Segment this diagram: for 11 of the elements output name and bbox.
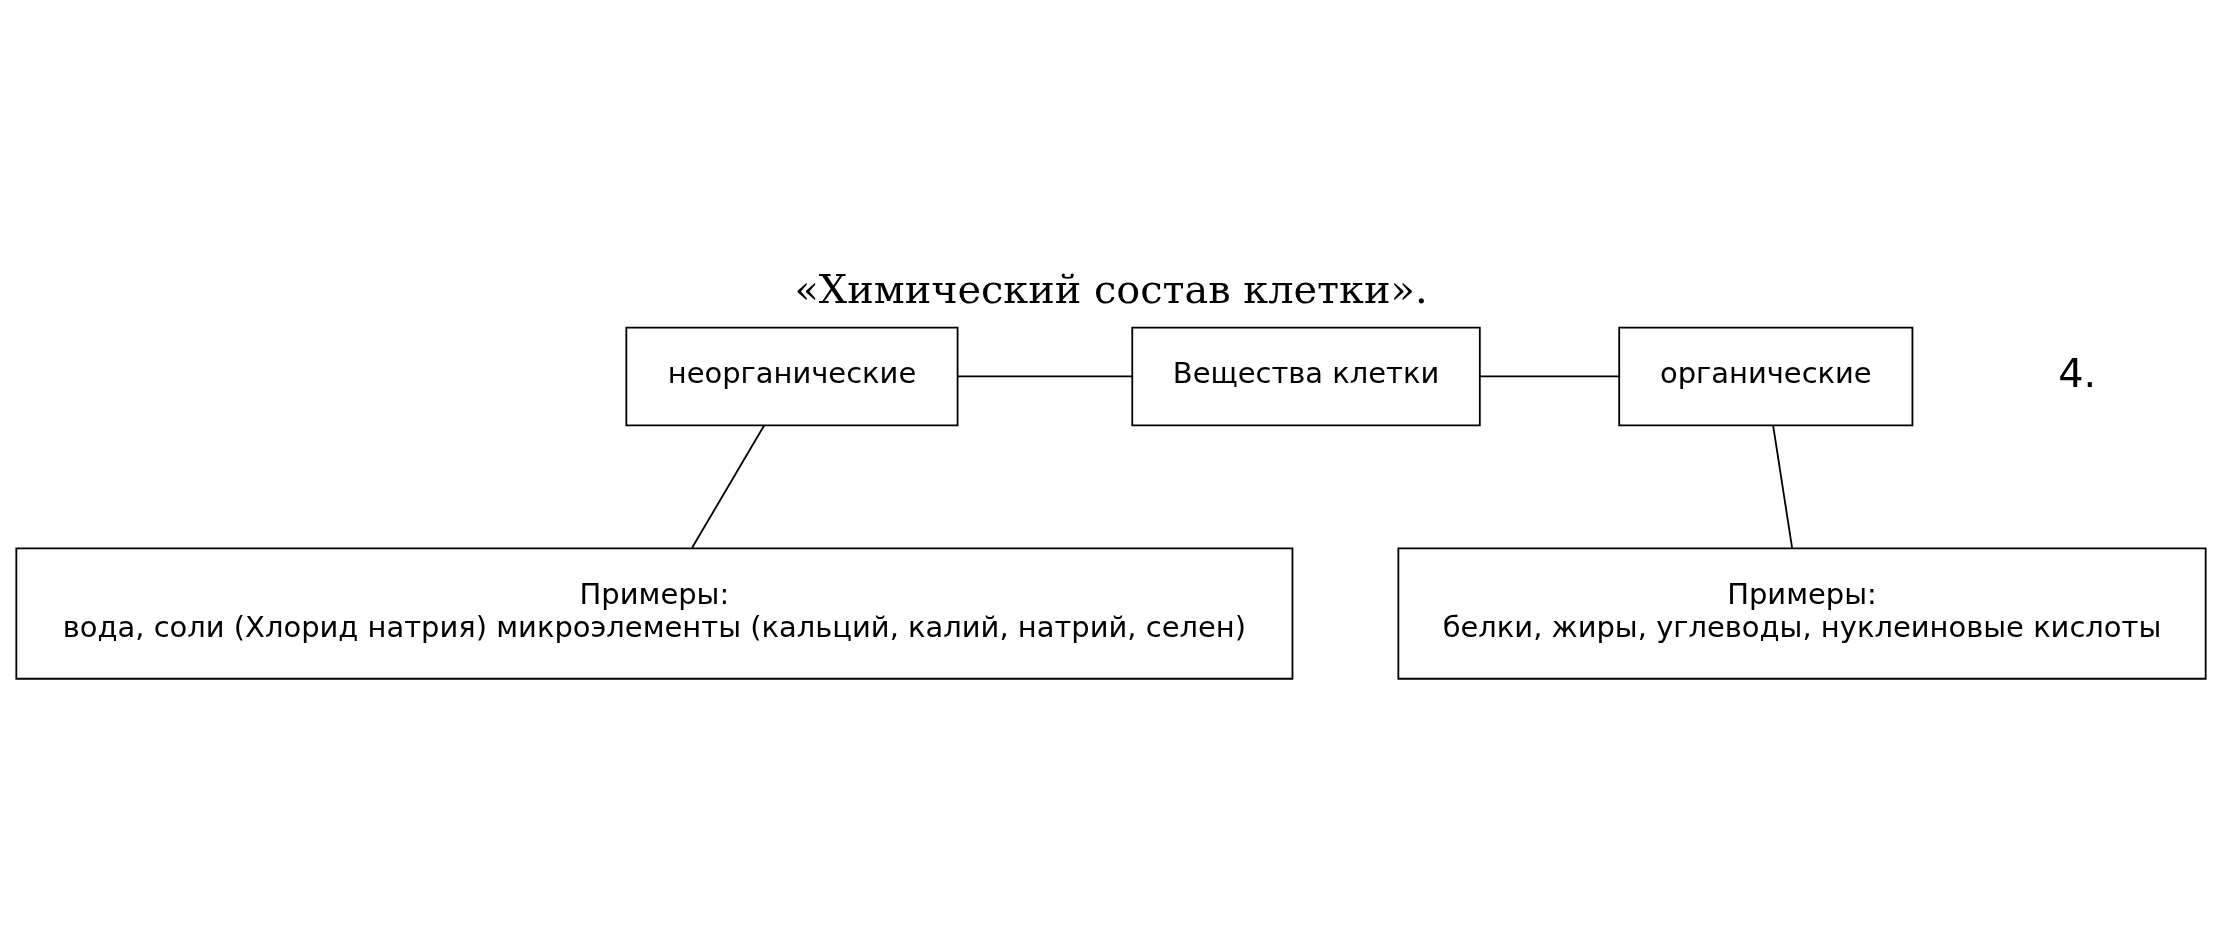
node-box: Вещества клетки bbox=[1131, 326, 1481, 427]
diagram-title: «Химический состав клетки». bbox=[794, 266, 1428, 313]
label: 4. bbox=[2058, 349, 2097, 396]
connector bbox=[691, 424, 766, 549]
node-box: Примеры: вода, соли (Хлорид натрия) микроэлементы (кальций, калий, натрий, селен) bbox=[15, 547, 1294, 680]
node-box: Примеры: белки, жиры, углеводы, нуклеиновые кислоты bbox=[1397, 547, 2207, 680]
connector bbox=[956, 375, 1133, 378]
connector bbox=[1772, 424, 1793, 549]
connector bbox=[1479, 375, 1621, 378]
node-box: органические bbox=[1618, 326, 1914, 427]
node-box: неорганические bbox=[625, 326, 959, 427]
